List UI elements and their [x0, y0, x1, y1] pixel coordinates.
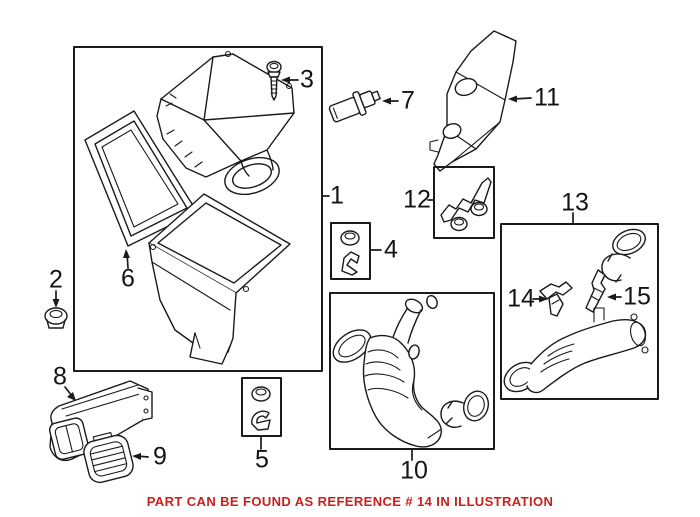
part-13-seal-ring-drawing: [612, 228, 646, 256]
callout-5: 5: [255, 445, 269, 474]
part-10-group-box: [329, 292, 495, 461]
part-5-clip-drawing: [251, 410, 271, 431]
part-8-duct-drawing: [48, 380, 153, 462]
part-1-lower-housing-drawing: [148, 193, 291, 365]
part-10-seal-ring-drawing: [462, 390, 490, 422]
part-10-intake-boot-drawing: [332, 294, 442, 448]
part-12-bracket-drawing: [440, 177, 492, 223]
callout-1: 1: [330, 181, 344, 210]
part-4-group-box: [330, 222, 382, 280]
part-14-sensor-drawing: [539, 281, 573, 317]
callout-6: 6: [121, 264, 135, 293]
part-9-grille-drawing: [83, 432, 149, 484]
callout-12: 12: [403, 185, 431, 214]
part-3-screw-drawing: [266, 60, 299, 101]
callout-13: 13: [561, 188, 589, 217]
part-13-clip-drawing: [601, 253, 631, 283]
callout-2: 2: [49, 265, 63, 294]
callout-3: 3: [300, 65, 314, 94]
callout-10: 10: [400, 456, 428, 485]
part-13-pipe-drawing: [503, 307, 649, 394]
part-15-sensor-drawing: [585, 269, 606, 313]
part-5-group-box: [241, 377, 282, 450]
callout-9: 9: [153, 442, 167, 471]
callout-6-arrow: [123, 249, 130, 269]
part-4-bracket-drawing: [341, 251, 360, 276]
callout-14: 14: [507, 284, 535, 313]
part-6-filter-element-drawing: [84, 110, 198, 247]
part-7-sensor-drawing: [328, 90, 399, 123]
part-1-group-box: [73, 46, 330, 372]
reference-caption: PART CAN BE FOUND AS REFERENCE # 14 IN I…: [146, 494, 554, 509]
part-2-grommet-drawing: [44, 290, 68, 329]
part-12-group-box: [427, 166, 495, 239]
callout-11: 11: [534, 83, 560, 112]
part-1-upper-housing-drawing: [156, 50, 295, 196]
part-11-intake-duct-drawing: [429, 30, 532, 172]
part-10-clip-drawing: [440, 400, 464, 428]
part-13-group-box: [500, 212, 659, 400]
callout-15: 15: [623, 282, 651, 311]
callout-8: 8: [53, 362, 67, 391]
callout-7: 7: [401, 86, 415, 115]
callout-4: 4: [384, 235, 398, 264]
